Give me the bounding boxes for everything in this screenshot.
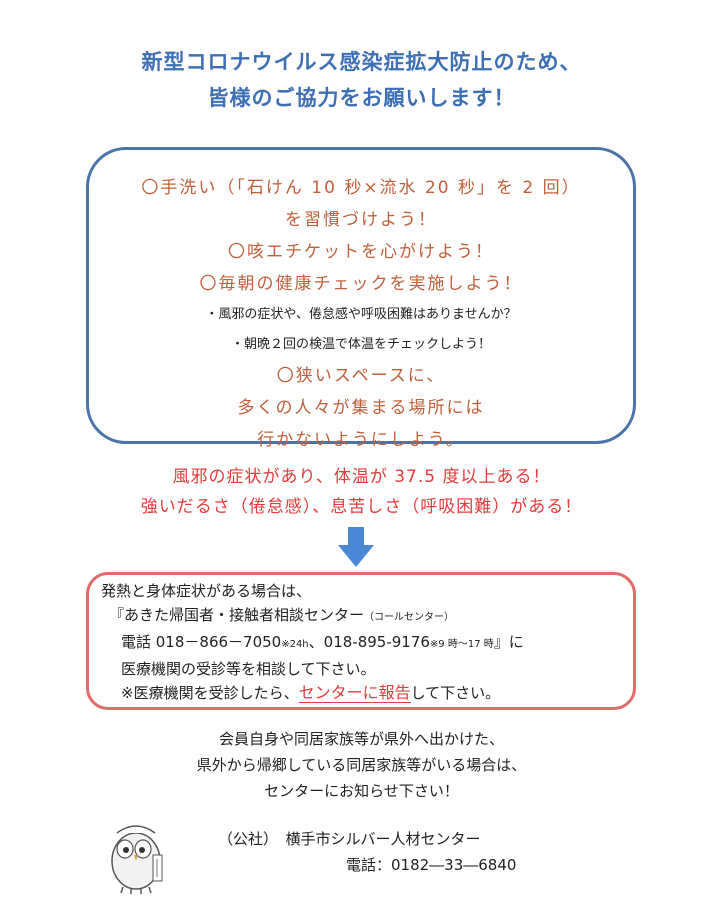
- notice-line-1: 会員自身や同居家族等が県外へ出かけた、: [218, 730, 504, 748]
- phone-2-hours: ※9 時～17 時: [429, 639, 494, 650]
- call-center-label: （コールセンター）: [364, 612, 455, 623]
- notice-text: 会員自身や同居家族等が県外へ出かけた、 県外から帰郷している同居家族等がいる場合…: [0, 726, 723, 804]
- title-line-2: 皆様のご協力をお願いします！: [207, 86, 516, 110]
- symptom-check-line: ・風邪の症状や、倦怠感や呼吸困難はありませんか？: [205, 307, 517, 322]
- consult-line-5: ※医療機関を受診したら、センターに報告して下さい。: [101, 681, 633, 705]
- health-check-line: 〇毎朝の健康チェックを実施しよう！: [199, 274, 523, 294]
- phone-1-hours: ※24h: [281, 639, 309, 650]
- page-title: 新型コロナウイルス感染症拡大防止のため、 皆様のご協力をお願いします！: [0, 44, 723, 116]
- organization-name: （公社） 横手市シルバー人材センター: [218, 830, 481, 848]
- warning-line-2: 強いだるさ（倦怠感）、息苦しさ（呼吸困難）がある！: [140, 497, 583, 517]
- consultation-box: 発熱と身体症状がある場合は、 『あきた帰国者・接触者相談センター（コールセンター…: [86, 572, 636, 710]
- organization-phone: 電話：0182―33―6840: [346, 856, 517, 874]
- consult-line-2: 『あきた帰国者・接触者相談センター（コールセンター）: [101, 603, 633, 630]
- phone-line-end: 』に: [493, 633, 524, 651]
- temperature-check-line: ・朝晩２回の検温で体温をチェックしよう！: [230, 337, 491, 352]
- warning-text: 風邪の症状があり、体温が 37.5 度以上ある！ 強いだるさ（倦怠感）、息苦しさ…: [0, 462, 723, 522]
- notice-line-3: センターにお知らせ下さい！: [264, 782, 459, 800]
- title-line-1: 新型コロナウイルス感染症拡大防止のため、: [141, 50, 582, 74]
- crowd-line-3: 行かないようにしよう。: [257, 430, 465, 450]
- warning-line-1: 風邪の症状があり、体温が 37.5 度以上ある！: [172, 467, 551, 487]
- handwash-line-2: を習慣づけよう！: [285, 210, 437, 230]
- crowd-line-2: 多くの人々が集まる場所には: [237, 398, 485, 418]
- report-prefix: ※医療機関を受診したら、: [121, 684, 299, 702]
- report-suffix: して下さい。: [410, 684, 501, 702]
- handwash-line-1: 〇手洗い（「石けん 10 秒×流水 20 秒」を 2 回）: [141, 178, 581, 198]
- consult-line-4: 医療機関の受診等を相談して下さい。: [121, 660, 376, 678]
- notice-line-2: 県外から帰郷している同居家族等がいる場合は、: [196, 756, 527, 774]
- consult-line-1: 発熱と身体症状がある場合は、: [101, 582, 312, 600]
- cough-etiquette-line: 〇咳エチケットを心がけよう！: [228, 242, 494, 262]
- report-highlight: センターに報告: [298, 683, 411, 703]
- phone-1: 電話 018－866－7050: [121, 633, 282, 651]
- down-arrow-icon: [338, 527, 374, 567]
- phone-2: 、018-895-9176: [308, 633, 430, 651]
- owl-mascot-icon: [111, 825, 163, 894]
- prevention-box: 〇手洗い（「石けん 10 秒×流水 20 秒」を 2 回） を習慣づけよう！ 〇…: [86, 147, 636, 450]
- center-name: 『あきた帰国者・接触者相談センター: [109, 606, 365, 624]
- crowd-line-1: 〇狭いスペースに、: [276, 366, 446, 386]
- consult-line-3: 電話 018－866－7050※24h、018-895-9176※9 時～17 …: [101, 630, 633, 657]
